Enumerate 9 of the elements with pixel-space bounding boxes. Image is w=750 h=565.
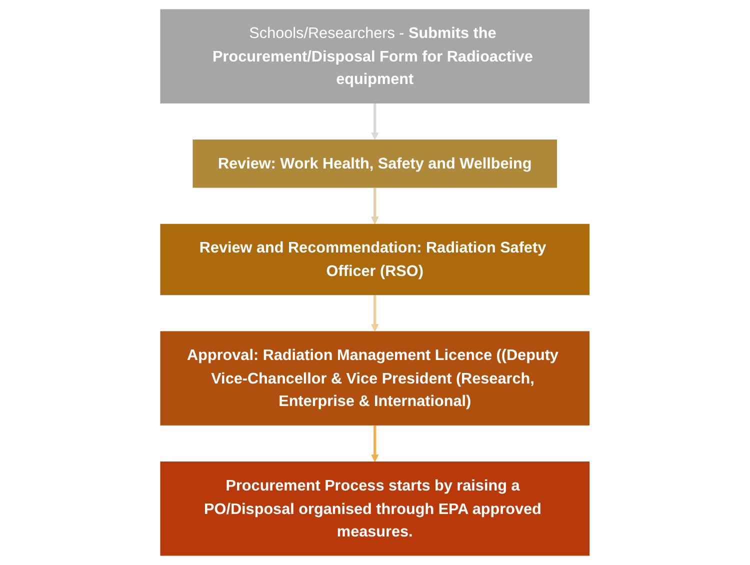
node-box: Procurement Process starts by raising a PO/Disposal organised through EPA approved measures.: [160, 462, 590, 556]
arrow: [371, 103, 379, 140]
arrow: [371, 295, 379, 332]
node-box: Schools/Researchers - Submits the Procurement/Disposal Form for Radioactive equipment: [160, 9, 590, 104]
arrow: [371, 425, 379, 462]
node-box: Approval: Radiation Management Licence ((Deputy Vice-Chancellor & Vice President (Research, Enterprise & International): [160, 331, 590, 426]
arrow: [371, 188, 379, 224]
node-box: Review: Work Health, Safety and Wellbeing: [192, 140, 558, 188]
node-box: Review and Recommendation: Radiation Safety Officer (RSO): [160, 224, 590, 296]
